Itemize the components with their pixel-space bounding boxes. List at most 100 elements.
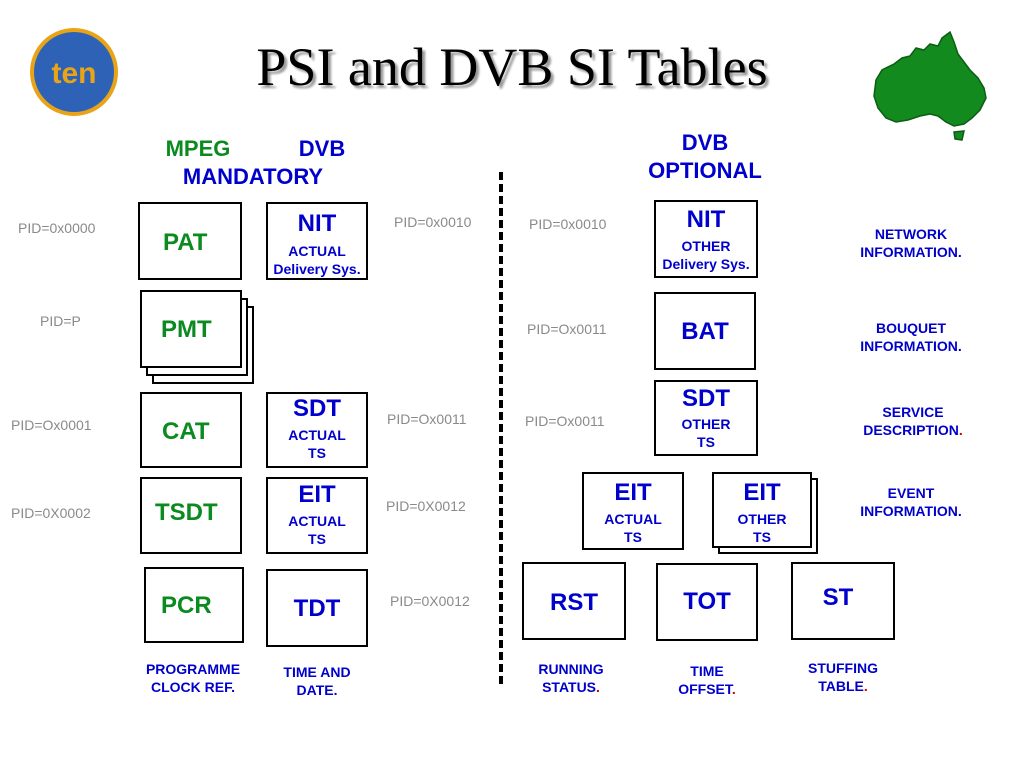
sdt-actual-label: SDT <box>293 395 341 422</box>
bouquet-description: BOUQUET INFORMATION. <box>840 319 982 355</box>
eit-actual-sub1: ACTUAL <box>288 513 346 529</box>
sdt-other-sub2: TS <box>697 434 715 450</box>
st-label: ST <box>822 584 854 611</box>
eit-actual-label: EIT <box>298 481 336 508</box>
nit-other-sub2: Delivery Sys. <box>662 256 750 272</box>
tdt-box <box>266 569 368 647</box>
eit-other-sub1: OTHER <box>737 511 787 527</box>
eit-other-sub2: TS <box>753 529 771 545</box>
eit-actual-sub2: TS <box>308 531 326 547</box>
service-desc-line1: SERVICE <box>882 404 944 420</box>
pcr-desc-line1: PROGRAMME <box>145 661 241 677</box>
dashed-divider <box>499 172 503 684</box>
rst-desc-line1: RUNNING <box>538 661 604 677</box>
event-desc-line1: EVENT <box>887 485 935 501</box>
st-desc-line1: STUFFING <box>808 660 878 676</box>
tot-box <box>656 563 758 641</box>
tot-desc-dot: . <box>731 681 736 697</box>
pmt-box <box>140 290 242 368</box>
cat-label: CAT <box>162 418 210 445</box>
eit-actual-opt-sub1: ACTUAL <box>604 511 662 527</box>
tdt-description: TIME AND DATE. <box>262 663 372 699</box>
pid-eit-actual: PID=0X0012 <box>386 498 466 514</box>
service-desc-dot: . <box>958 422 963 438</box>
nit-other-box <box>654 200 758 278</box>
sdt-other-box <box>654 380 758 456</box>
pid-cat: PID=Ox0001 <box>11 417 92 433</box>
tdt-label: TDT <box>293 595 341 622</box>
optional-header: OPTIONAL <box>648 158 762 183</box>
cat-box <box>140 392 242 468</box>
pid-bat: PID=Ox0011 <box>527 321 607 337</box>
pcr-box <box>144 567 244 643</box>
sdt-other-sub1: OTHER <box>681 416 731 432</box>
pat-label: PAT <box>163 229 208 256</box>
eit-actual-box <box>266 477 368 554</box>
st-desc-dot: . <box>863 678 868 694</box>
eit-actual-opt-label: EIT <box>614 479 652 506</box>
tot-desc-line2: OFFSET <box>678 681 732 697</box>
nit-actual-sub1: ACTUAL <box>288 243 346 259</box>
sdt-actual-box <box>266 392 368 468</box>
network-desc-line1: NETWORK <box>874 226 948 242</box>
bat-label: BAT <box>681 318 729 345</box>
service-description: SERVICE DESCRIPTION. <box>842 403 984 439</box>
rst-label: RST <box>550 589 598 616</box>
rst-description: RUNNING STATUS. <box>516 660 626 696</box>
pmt-label: PMT <box>161 316 212 343</box>
rst-desc-line2: STATUS <box>542 679 597 695</box>
pid-pmt: PID=P <box>40 313 81 329</box>
event-desc-line2: INFORMATION. <box>860 503 962 519</box>
bat-box <box>654 292 756 370</box>
eit-other-box <box>712 472 812 548</box>
tdt-desc-line1: TIME AND <box>283 664 351 680</box>
eit-actual-opt-sub2: TS <box>624 529 642 545</box>
network-desc-line2: INFORMATION. <box>860 244 962 260</box>
st-description: STUFFING TABLE. <box>786 659 900 695</box>
tsdt-box <box>140 477 242 554</box>
mandatory-header: MANDATORY <box>182 164 324 189</box>
pat-box <box>138 202 242 280</box>
sdt-other-label: SDT <box>682 385 730 412</box>
pcr-label: PCR <box>161 592 212 619</box>
mpeg-header: MPEG <box>165 136 231 161</box>
eit-actual-opt-box <box>582 472 684 550</box>
dvb-left-header: DVB <box>298 136 346 161</box>
logo-text: ten <box>52 57 97 90</box>
eit-other-label: EIT <box>743 479 781 506</box>
nit-actual-sub2: Delivery Sys. <box>273 261 361 277</box>
pid-pat: PID=0x0000 <box>18 220 96 236</box>
ten-logo: ten <box>30 28 118 116</box>
pid-nit-actual: PID=0x0010 <box>394 214 472 230</box>
pcr-description: PROGRAMME CLOCK REF. <box>128 660 258 696</box>
nit-other-label: NIT <box>686 206 726 233</box>
page-title: PSI and DVB SI Tables <box>256 37 768 97</box>
service-desc-line2: DESCRIPTION <box>863 422 959 438</box>
event-description: EVENT INFORMATION. <box>840 484 982 520</box>
nit-actual-label: NIT <box>297 210 337 237</box>
nit-other-sub1: OTHER <box>681 238 731 254</box>
dvb-right-header: DVB <box>681 130 729 155</box>
st-box <box>791 562 895 640</box>
bouquet-desc-line2: INFORMATION. <box>860 338 962 354</box>
sdt-actual-sub1: ACTUAL <box>288 427 346 443</box>
pid-nit-other: PID=0x0010 <box>529 216 607 232</box>
pcr-desc-line2: CLOCK REF. <box>151 679 235 695</box>
pid-tsdt: PID=0X0002 <box>11 505 91 521</box>
tot-description: TIME OFFSET. <box>652 662 762 698</box>
tot-desc-line1: TIME <box>690 663 724 679</box>
pid-sdt-other: PID=Ox0011 <box>525 413 605 429</box>
tot-label: TOT <box>683 588 731 615</box>
network-description: NETWORK INFORMATION. <box>840 225 982 261</box>
st-desc-line2: TABLE <box>818 678 864 694</box>
rst-box <box>522 562 626 640</box>
pid-sdt-actual: PID=Ox0011 <box>387 411 467 427</box>
sdt-actual-sub2: TS <box>308 445 326 461</box>
bouquet-desc-line1: BOUQUET <box>876 320 946 336</box>
pid-tdt: PID=0X0012 <box>390 593 470 609</box>
tsdt-label: TSDT <box>155 499 218 526</box>
rst-desc-dot: . <box>596 679 600 695</box>
australia-map-icon <box>873 30 987 141</box>
tdt-desc-line2: DATE. <box>296 682 338 698</box>
nit-actual-box <box>266 202 368 280</box>
